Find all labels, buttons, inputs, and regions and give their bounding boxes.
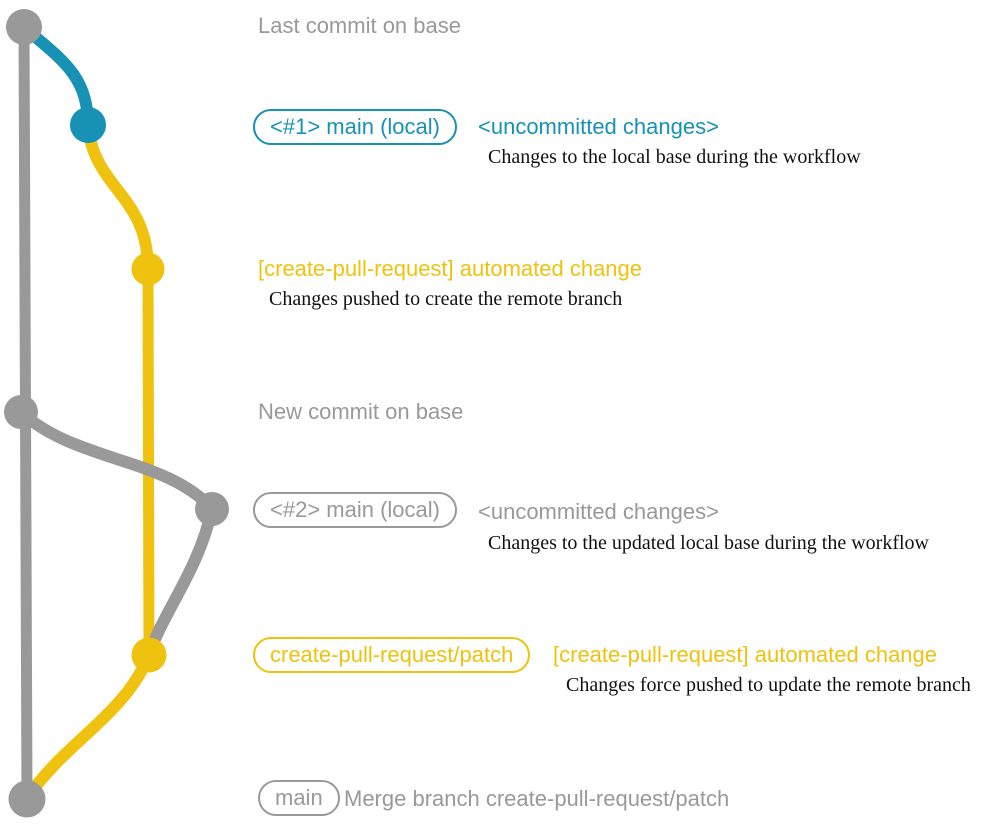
last-commit-label: Last commit on base	[258, 13, 461, 38]
uncommitted-changes-caption-2: Changes to the updated local base during…	[488, 532, 929, 554]
badge-main-local-1: <#1> main (local)	[253, 109, 457, 145]
remote-branch-create-curve	[82, 122, 154, 275]
badge-create-pull-request-patch: create-pull-request/patch	[253, 637, 531, 673]
automated-change-caption-1: Changes pushed to create the remote bran…	[269, 288, 623, 310]
merge-branch-label: Merge branch create-pull-request/patch	[344, 786, 730, 811]
automated-change-title-1: [create-pull-request] automated change	[258, 256, 643, 281]
commit-dot-remote-create	[131, 252, 165, 286]
commit-dot-merge	[8, 780, 46, 818]
uncommitted-changes-title-2: <uncommitted changes>	[478, 499, 719, 524]
automated-change-title-2: [create-pull-request] automated change	[553, 642, 938, 667]
commit-dot-remote-update	[131, 637, 167, 673]
automated-change-caption-2: Changes force pushed to update the remot…	[566, 674, 971, 696]
new-commit-label: New commit on base	[258, 399, 464, 424]
commit-dot-new-base	[4, 395, 38, 429]
remote-branch-update-curve	[143, 503, 218, 661]
commit-dot-local-main-2	[195, 492, 229, 526]
local-main-branch-curve-2	[15, 406, 218, 515]
commit-dot-local-main-1	[70, 107, 106, 143]
badge-main: main	[258, 780, 340, 816]
commit-dot-last-base	[6, 9, 42, 45]
remote-branch-line	[142, 263, 155, 661]
merge-branch-curve	[22, 649, 155, 803]
uncommitted-changes-title-1: <uncommitted changes>	[478, 114, 719, 139]
badge-main-local-2: <#2> main (local)	[253, 492, 457, 528]
uncommitted-changes-caption-1: Changes to the local base during the wor…	[488, 146, 861, 168]
